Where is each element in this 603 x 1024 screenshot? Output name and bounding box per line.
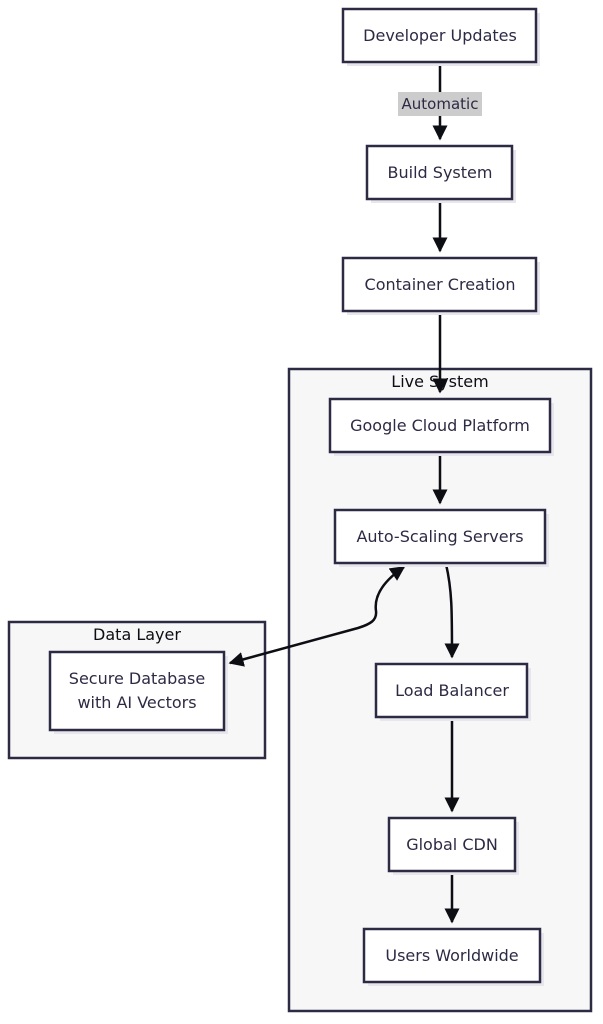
node-build-system: Build System: [365, 144, 516, 203]
node-users-worldwide: Users Worldwide: [362, 927, 544, 986]
node-build-system-label: Build System: [388, 163, 493, 182]
node-global-cdn: Global CDN: [387, 816, 519, 875]
node-load-balancer: Load Balancer: [374, 662, 531, 721]
node-auto-scaling-servers: Auto-Scaling Servers: [333, 508, 549, 567]
node-google-cloud-platform-label: Google Cloud Platform: [350, 416, 530, 435]
edge-label-automatic-text: Automatic: [402, 95, 479, 113]
node-developer-updates-label: Developer Updates: [363, 26, 517, 45]
node-load-balancer-label: Load Balancer: [395, 681, 509, 700]
node-secure-database-label-line1: Secure Database: [69, 669, 205, 688]
edge-label-automatic: Automatic: [398, 92, 482, 116]
node-auto-scaling-servers-label: Auto-Scaling Servers: [356, 527, 523, 546]
node-users-worldwide-label: Users Worldwide: [385, 946, 518, 965]
node-developer-updates: Developer Updates: [341, 7, 540, 66]
node-secure-database: Secure Database with AI Vectors: [48, 650, 228, 734]
node-container-creation-label: Container Creation: [365, 275, 516, 294]
edge-autoscale-db-bidirectional: [228, 565, 406, 667]
node-global-cdn-label: Global CDN: [406, 835, 498, 854]
cluster-data-layer-label: Data Layer: [93, 625, 181, 644]
node-google-cloud-platform: Google Cloud Platform: [328, 397, 554, 456]
node-secure-database-label-line2: with AI Vectors: [77, 693, 196, 712]
edge-autoscale-to-lb: [444, 563, 460, 659]
node-container-creation: Container Creation: [341, 256, 540, 315]
